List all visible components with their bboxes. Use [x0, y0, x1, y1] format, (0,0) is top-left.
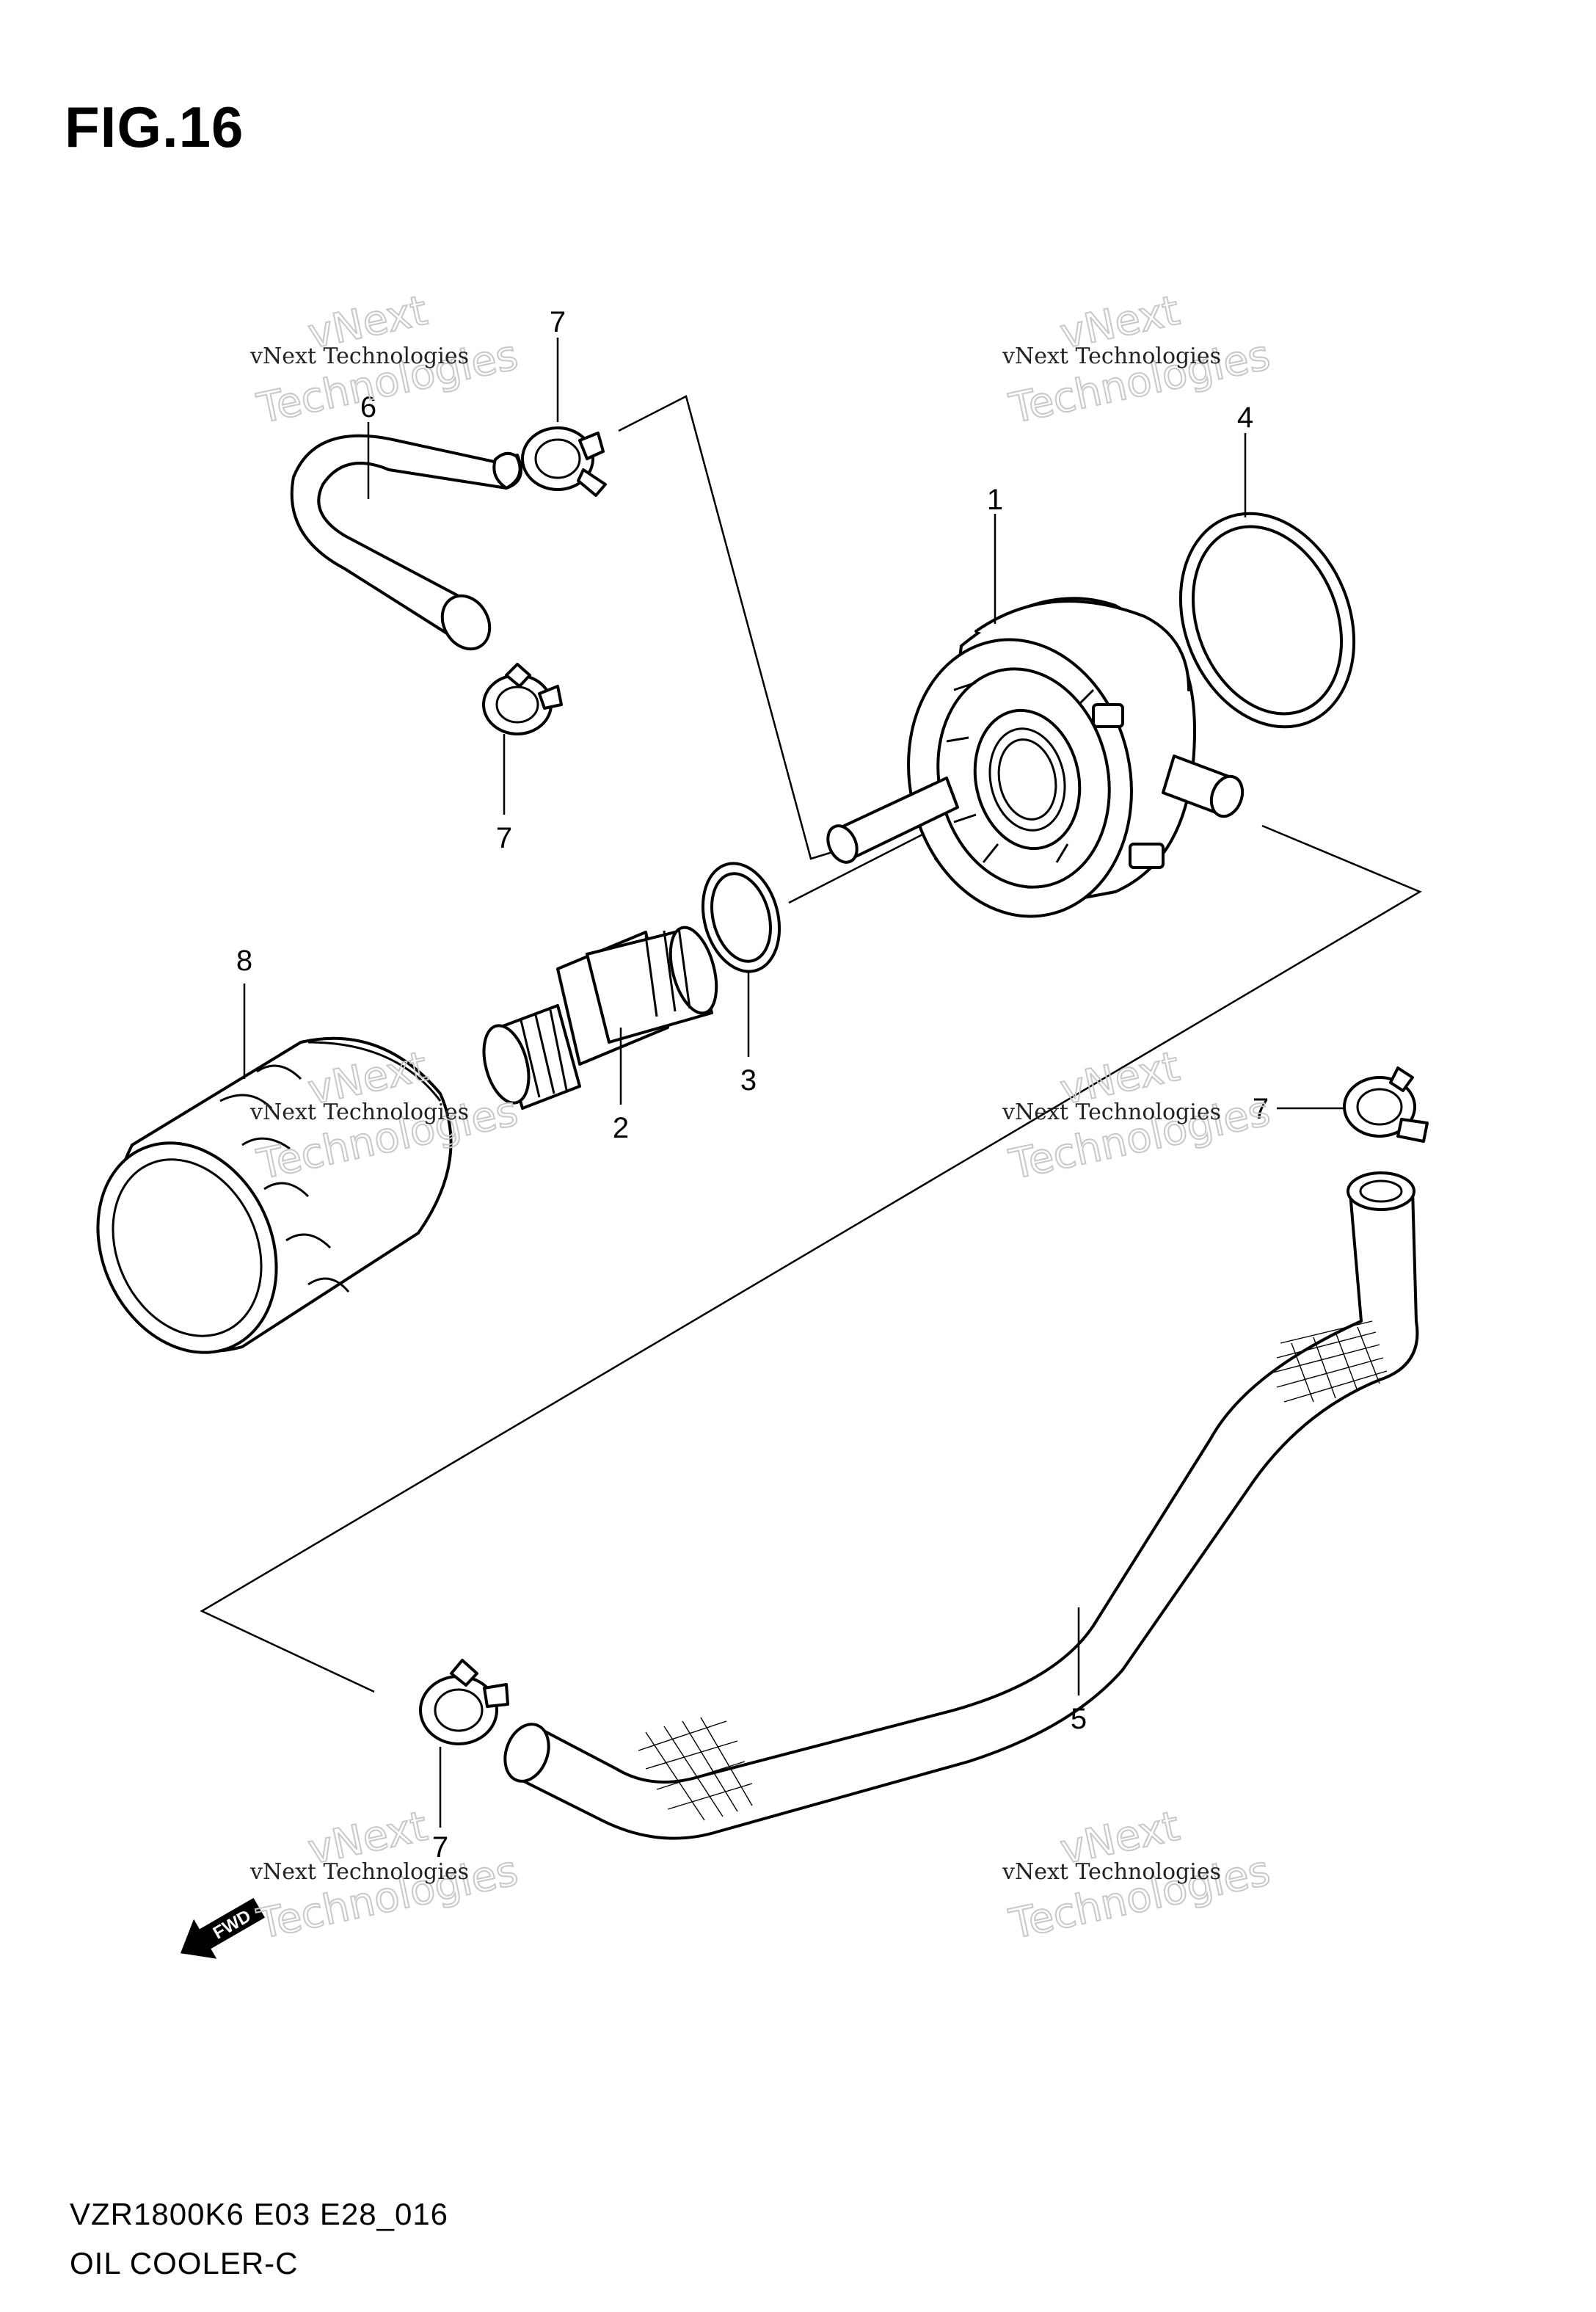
callout-8: 8: [236, 945, 252, 977]
o-ring-part-3[interactable]: [691, 855, 790, 981]
callout-5: 5: [1071, 1703, 1087, 1735]
hose-upper-part-6[interactable]: [290, 434, 522, 658]
callout-2: 2: [613, 1112, 629, 1144]
callout-7-right: 7: [1253, 1093, 1269, 1125]
svg-text:vNext Technologies: vNext Technologies: [249, 343, 469, 369]
clamp-part-7-right[interactable]: [1343, 1066, 1429, 1143]
clamp-part-7-top[interactable]: [521, 426, 607, 497]
watermark-top-left: vNext Technologies vNext Technologies: [249, 286, 522, 434]
callout-7-top: 7: [550, 306, 566, 338]
callout-7-middle: 7: [496, 822, 512, 854]
diagram-name-label: OIL COOLER-C: [70, 2246, 299, 2280]
oil-cooler-part-1[interactable]: [823, 597, 1248, 937]
clamp-part-7-middle[interactable]: [482, 663, 563, 735]
callout-3: 3: [740, 1064, 757, 1097]
svg-text:vNext Technologies: vNext Technologies: [1002, 1859, 1221, 1885]
callout-6: 6: [360, 391, 376, 423]
clamp-part-7-bottom[interactable]: [419, 1659, 509, 1745]
callout-1: 1: [987, 484, 1003, 516]
hose-mesh-upper: [1272, 1320, 1388, 1403]
figure-title: FIG.16: [65, 95, 244, 159]
hose-lower-part-5[interactable]: [498, 1171, 1419, 1840]
o-ring-part-4[interactable]: [1150, 487, 1385, 753]
watermark-top-right: vNext Technologies vNext Technologies: [1002, 286, 1275, 434]
callout-7-bottom: 7: [432, 1831, 448, 1864]
hose-mesh-lower: [638, 1717, 753, 1821]
model-code-label: VZR1800K6 E03 E28_016: [70, 2197, 449, 2231]
watermark-middle-right: vNext Technologies vNext Technologies: [1002, 1042, 1275, 1190]
svg-text:vNext Technologies: vNext Technologies: [249, 1099, 469, 1125]
svg-text:vNext Technologies: vNext Technologies: [249, 1859, 469, 1885]
svg-text:vNext Technologies: vNext Technologies: [1002, 343, 1221, 369]
oil-filter-part-8[interactable]: [65, 1036, 453, 1382]
svg-text:vNext Technologies: vNext Technologies: [1002, 1099, 1221, 1125]
callout-numbers: 1 2 3 4 5 6 7 7 7 7 8: [236, 306, 1269, 1864]
watermark-bottom-left: vNext Technologies vNext Technologies: [249, 1802, 522, 1949]
callout-4: 4: [1237, 401, 1253, 434]
callout-leaders: [243, 338, 1343, 1828]
union-bolt-part-2[interactable]: [476, 923, 725, 1110]
watermark-bottom-right: vNext Technologies vNext Technologies: [1002, 1802, 1275, 1949]
